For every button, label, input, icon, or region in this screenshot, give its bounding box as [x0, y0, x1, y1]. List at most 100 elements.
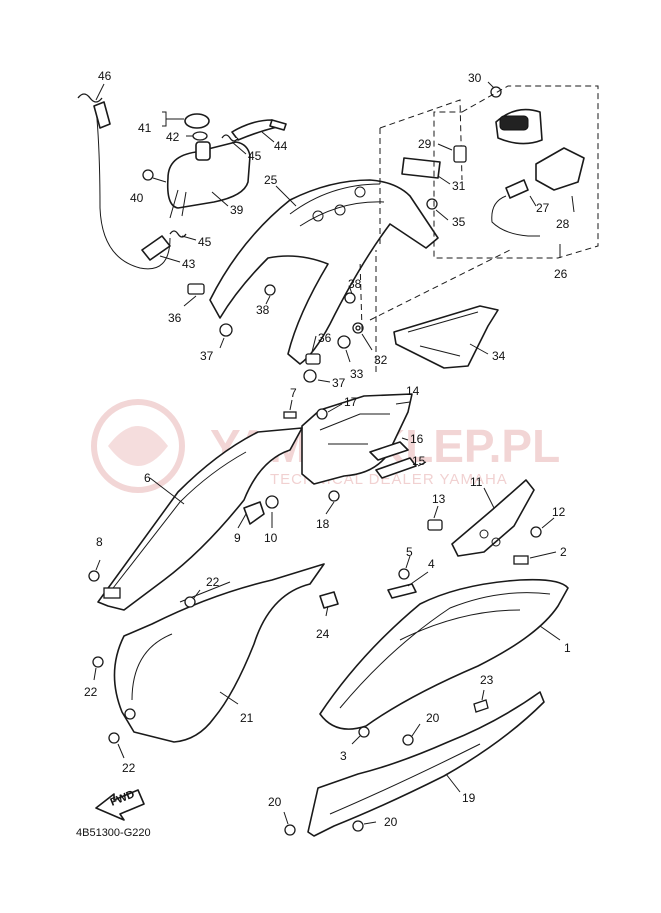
part-39-tank [166, 141, 251, 219]
callout-45-upper: 45 [248, 149, 262, 163]
part-20-screw-left [283, 811, 296, 836]
part-24-bracket [319, 591, 339, 617]
part-14-inner-panel [301, 393, 413, 485]
callout-23: 23 [480, 673, 494, 687]
part-37-nut-left [219, 323, 233, 349]
callout-22-top: 22 [206, 575, 220, 589]
part-16-damper [369, 437, 409, 461]
callout-20-right: 20 [384, 815, 398, 829]
part-18-screw [325, 490, 340, 515]
callout-1: 1 [564, 641, 571, 655]
callout-15-visible: 15 [412, 454, 426, 468]
part-3-screw [351, 726, 370, 745]
callout-31: 31 [452, 179, 466, 193]
callout-38-right: 38 [348, 277, 362, 291]
callout-7: 7 [290, 386, 297, 400]
callout-43: 43 [182, 257, 196, 271]
part-17-screw [316, 403, 343, 420]
part-12-screw [530, 517, 555, 538]
part-20-screw-right [352, 820, 377, 832]
fwd-arrow-icon: FWD [95, 788, 145, 821]
callout-41: 41 [138, 121, 152, 135]
part-31-reflector [401, 157, 451, 185]
part-21-side-cover [113, 563, 325, 743]
callout-39: 39 [230, 203, 244, 217]
part-33-nut [337, 335, 351, 363]
callout-11: 11 [470, 475, 483, 489]
callout-2: 2 [560, 545, 567, 559]
part-4-clip [387, 571, 429, 599]
part-36-bolt-left [183, 283, 205, 307]
callout-27: 27 [536, 201, 550, 215]
part-25-rear-fender [209, 179, 439, 365]
guide-line-34 [359, 249, 511, 372]
callout-16: 16 [410, 432, 424, 446]
callout-3: 3 [340, 749, 347, 763]
part-9-grommet [237, 501, 265, 529]
part-11-bracket [451, 479, 535, 557]
callout-32: 32 [374, 353, 388, 367]
callout-9: 9 [234, 531, 241, 545]
part-22-screw-top [184, 589, 201, 608]
part-45-clip-lower [169, 230, 197, 241]
callout-37-right: 37 [332, 376, 346, 390]
part-36-bolt-right [305, 335, 321, 365]
callout-46: 46 [98, 69, 112, 83]
callout-22-left: 22 [84, 685, 98, 699]
part-1-side-cover [319, 578, 569, 730]
part-7-clip [283, 399, 297, 419]
part-19-lower-cover [307, 691, 545, 837]
callout-45-lower: 45 [198, 235, 212, 249]
callout-6: 6 [144, 471, 151, 485]
callout-35: 35 [452, 215, 466, 229]
part-2-clip [513, 551, 557, 565]
part-22-screw-bottom [108, 732, 125, 759]
callout-24: 24 [316, 627, 330, 641]
part-15-damper [375, 457, 427, 479]
part-35-bolt [426, 198, 449, 221]
callout-21: 21 [240, 711, 254, 725]
callout-18: 18 [316, 517, 330, 531]
part-26-light-assembly [433, 85, 599, 259]
callout-36-right: 36 [318, 331, 332, 345]
part-34-bracket [393, 305, 499, 369]
part-23-clip [473, 689, 489, 713]
callout-36-left: 36 [168, 311, 182, 325]
part-45-clip-upper [221, 134, 247, 155]
part-38-screw-left [264, 284, 276, 305]
callout-4: 4 [428, 557, 435, 571]
part-46-clip [77, 83, 105, 103]
callout-5: 5 [406, 545, 413, 559]
callout-8: 8 [96, 535, 103, 549]
part-13-bolt [427, 505, 443, 531]
guide-line-29-31 [379, 99, 463, 248]
part-10-nut [265, 495, 279, 528]
callout-42: 42 [166, 130, 180, 144]
part-44-tube [231, 119, 287, 143]
part-8-bolt [88, 559, 101, 582]
callout-labels: 46 41 42 44 45 40 39 45 43 25 30 29 31 3… [84, 69, 571, 829]
callout-13: 13 [432, 492, 446, 506]
callout-12: 12 [552, 505, 566, 519]
callout-22-bottom: 22 [122, 761, 136, 775]
callout-28: 28 [556, 217, 570, 231]
callout-25: 25 [264, 173, 278, 187]
diagram-code: 4B51300-G220 [76, 827, 151, 839]
part-29-plate [437, 143, 467, 163]
callout-17: 17 [344, 395, 358, 409]
part-41-cap [162, 111, 210, 141]
callout-34: 34 [492, 349, 506, 363]
part-20-screw-top [402, 723, 421, 746]
part-32-washer [352, 322, 373, 351]
callout-26: 26 [554, 267, 568, 281]
callout-10: 10 [264, 531, 278, 545]
part-22-screw-left [92, 656, 104, 681]
part-5-screw [398, 555, 411, 580]
part-40-bolt [142, 169, 167, 183]
part-37-nut-right [303, 369, 331, 383]
callout-33: 33 [350, 367, 364, 381]
callout-38-left: 38 [256, 303, 270, 317]
callout-40: 40 [130, 191, 144, 205]
callout-19: 19 [462, 791, 476, 805]
